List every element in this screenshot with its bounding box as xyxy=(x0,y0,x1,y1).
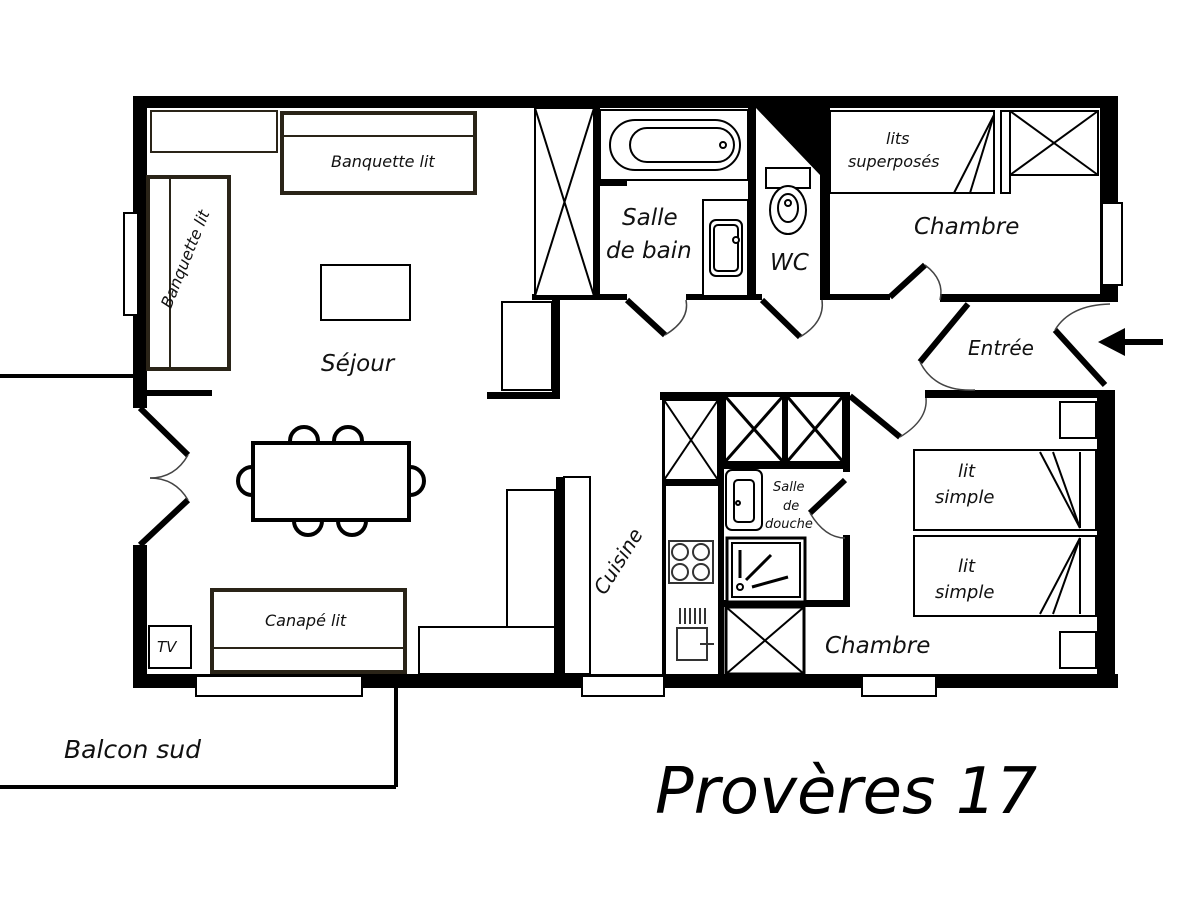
lits-superposes-label-2: superposés xyxy=(848,152,940,171)
banquette-left xyxy=(146,175,231,371)
canape-lit xyxy=(210,588,407,674)
sejour-furniture xyxy=(146,110,591,675)
toilet-icon xyxy=(765,167,811,235)
door-lines xyxy=(137,262,1108,548)
lit-simple-2-label-1: lit xyxy=(958,556,976,577)
shower-room-fixtures xyxy=(725,469,807,604)
dining-table xyxy=(251,441,411,522)
room-label-salle-de-douche-1: Salle xyxy=(773,480,805,495)
banquette-top xyxy=(280,111,477,195)
lits-superposes-label-1: lits xyxy=(886,129,910,148)
closets xyxy=(534,107,1099,676)
entry-arrow-icon xyxy=(1098,328,1163,356)
room-label-salle-de-bain-2: de bain xyxy=(606,238,692,264)
lit-simple-2-label-2: simple xyxy=(935,582,995,603)
room-label-balcon: Balcon sud xyxy=(64,735,201,764)
lit-simple-1-label-1: lit xyxy=(958,461,976,482)
room-label-chambre-2: Chambre xyxy=(825,633,931,659)
room-label-chambre-1: Chambre xyxy=(914,214,1020,240)
tv-label: TV xyxy=(157,638,177,656)
dining-set xyxy=(236,425,426,537)
banquette-top-label: Banquette lit xyxy=(331,152,435,171)
balcony-outline xyxy=(0,374,398,789)
oven-icon xyxy=(676,608,714,661)
tv-stand xyxy=(148,625,192,669)
bunk-bed xyxy=(829,110,995,194)
room-label-entree: Entrée xyxy=(968,336,1034,360)
canape-lit-label: Canapé lit xyxy=(265,611,347,630)
single-beds xyxy=(913,401,1097,669)
windows xyxy=(123,202,1123,697)
bathtub-icon xyxy=(599,109,749,186)
room-label-salle-de-douche-3: douche xyxy=(765,517,813,532)
lit-simple-1-label-2: simple xyxy=(935,487,995,508)
door-swings xyxy=(149,264,1111,539)
shelf xyxy=(150,110,278,153)
cooktop-icon xyxy=(668,540,714,584)
room-label-salle-de-bain-1: Salle xyxy=(622,205,678,231)
plan-title: Provères 17 xyxy=(655,755,1038,829)
room-label-sejour: Séjour xyxy=(321,351,395,377)
room-label-wc: WC xyxy=(770,250,809,276)
room-label-salle-de-douche-2: de xyxy=(783,499,800,514)
sink-icon xyxy=(702,199,749,297)
coffee-table xyxy=(320,264,411,321)
